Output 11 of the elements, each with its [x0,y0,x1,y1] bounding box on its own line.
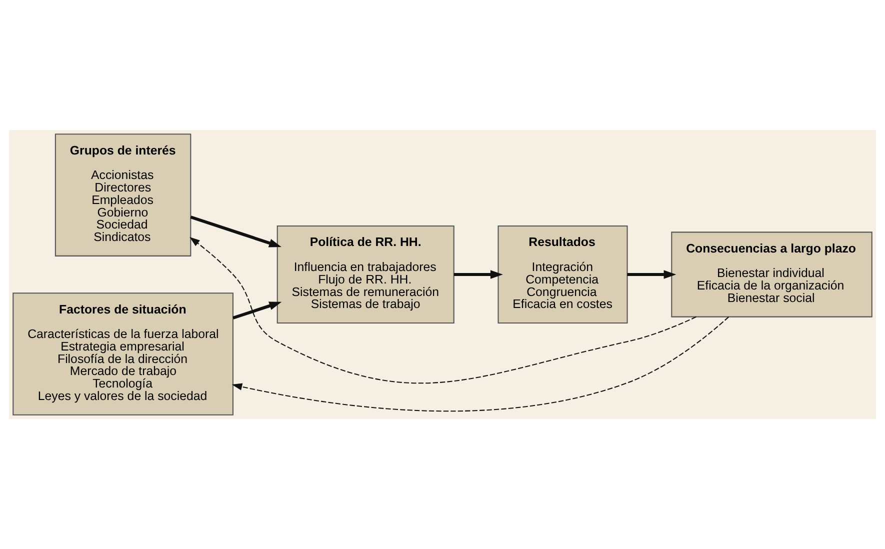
arrow [190,216,282,248]
arrow [190,236,696,384]
arrow [627,270,676,279]
arrow [232,316,729,412]
node-box: Resultados Integración Competencia Congruencia Eficacia en costes [498,225,628,324]
node-box: Consecuencias a largo plazo Bienestar individual Eficacia de la organización Bienestar social [671,232,872,318]
arrow [232,302,282,320]
node-box: Grupos de interés Accionistas Directores Empleados Gobierno Sociedad Sindicatos [54,134,192,256]
arrow [454,270,503,279]
node-box: Factores de situación Características de la fuerza laboral Estrategia empresarial Filosofía de la dirección Mercado de trabajo Tecnología Leyes y valores de la sociedad [12,292,234,416]
node-box: Política de RR. HH. Influencia en trabajadores Flujo de RR. HH. Sistemas de remuneración Sistemas de trabajo [276,225,454,324]
